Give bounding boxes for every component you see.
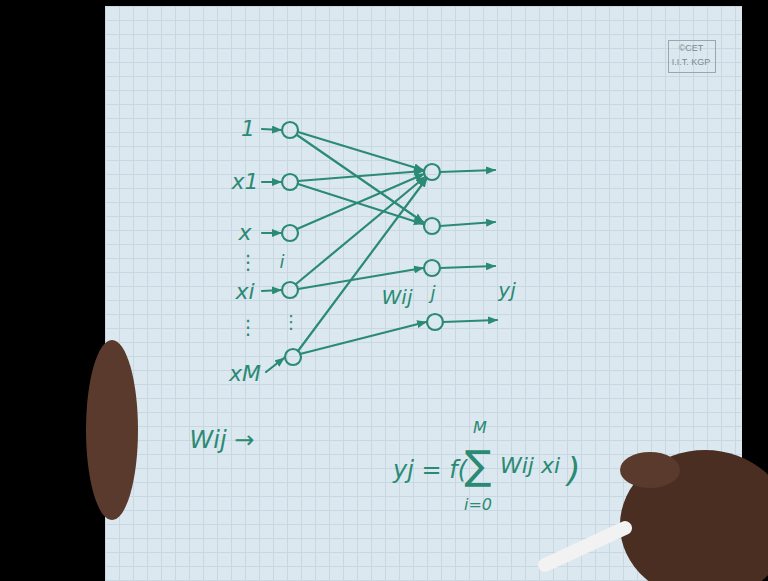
sum-limit: M xyxy=(473,420,487,436)
input-label: xi xyxy=(235,281,254,303)
weight-label: Wij xyxy=(382,287,413,307)
input-label: x xyxy=(238,222,251,244)
index-label: i xyxy=(279,253,284,271)
ellipsis: ⋮ xyxy=(282,313,300,331)
ellipsis: ⋮ xyxy=(238,317,258,337)
watermark: I.I.T. KGP xyxy=(672,58,711,67)
sum-symbol: ∑ xyxy=(465,445,492,485)
output-label: yj xyxy=(498,280,515,300)
sum-limit: i=0 xyxy=(464,497,492,513)
ellipsis: ⋮ xyxy=(238,252,258,272)
formula-part: ) xyxy=(567,453,580,487)
bias-input: 1 xyxy=(241,118,255,140)
index-label: j xyxy=(430,284,435,302)
watermark: ©CET xyxy=(679,44,704,53)
weight-note: Wij → xyxy=(190,428,255,452)
formula-part: Wij xi xyxy=(500,455,560,477)
input-label: xM xyxy=(229,363,261,385)
formula-part: yj = f( xyxy=(393,458,467,482)
input-label: x1 xyxy=(231,171,258,193)
